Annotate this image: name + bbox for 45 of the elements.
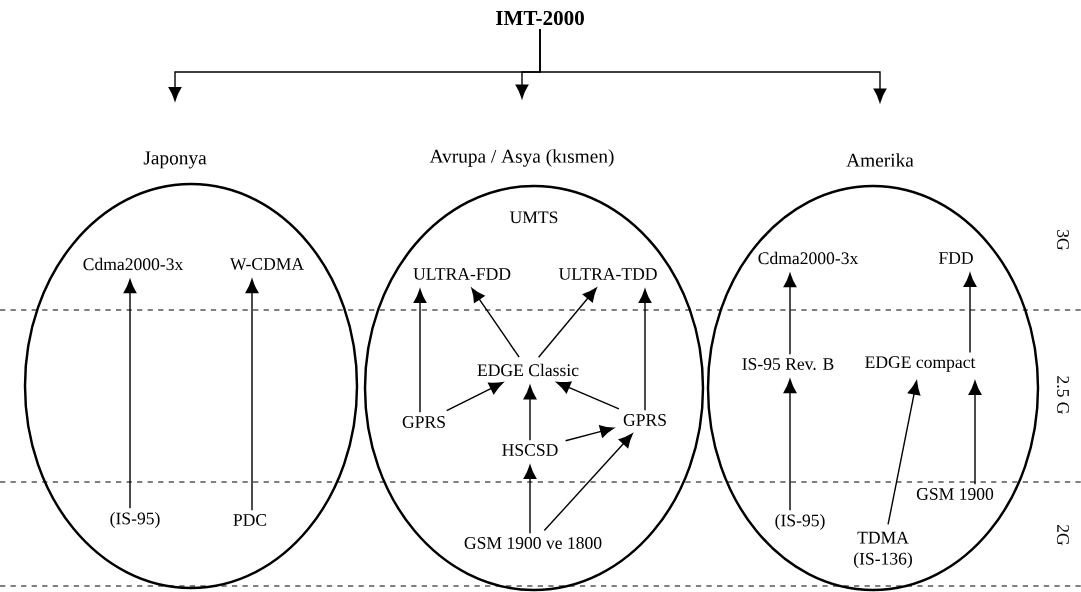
generation-label: 3G [1057, 230, 1069, 251]
arrow [539, 28, 887, 103]
technology-label: FDD [938, 252, 973, 264]
generation-label: 2G [1057, 525, 1069, 546]
arrow [446, 382, 504, 412]
generation-label: 2.5 G [1057, 376, 1069, 414]
technology-label: Cdma2000-3x [758, 251, 859, 265]
arrow [556, 381, 620, 410]
technology-label: (IS-95) [775, 514, 825, 530]
technology-label: ULTRA-FDD [413, 268, 511, 280]
region-heading: Avrupa / Asya (kısmen) [429, 149, 614, 167]
arrow [963, 272, 977, 354]
arrow [537, 287, 597, 358]
technology-label: GSM 1900 [916, 488, 994, 500]
technology-label: EDGE compact [865, 356, 976, 372]
arrow [543, 433, 633, 532]
technology-label: GPRS [402, 416, 445, 428]
arrow [783, 273, 797, 355]
arrow [413, 289, 427, 413]
arrow [968, 380, 982, 485]
region-ellipse [23, 182, 359, 590]
arrow [564, 425, 615, 442]
region-heading: Amerika [846, 153, 914, 167]
title: IMT-2000 [496, 10, 584, 26]
technology-label: (IS-95) [110, 512, 160, 528]
arrow [523, 385, 537, 441]
technology-label: ULTRA-TDD [558, 268, 657, 280]
technology-label: IS-95 Rev. B [742, 358, 834, 370]
arrow [471, 287, 520, 358]
technology-label: TDMA (IS-136) [854, 531, 912, 569]
technology-label: W-CDMA [229, 258, 304, 270]
technology-label: EDGE Classic [477, 363, 579, 377]
technology-label: PDC [233, 514, 267, 526]
technology-label: GSM 1900 ve 1800 [464, 537, 602, 549]
arrow [887, 380, 921, 526]
technology-label: HSCSD [502, 444, 558, 456]
arrow [123, 279, 137, 509]
arrow [523, 465, 537, 534]
arrow [245, 279, 259, 511]
region-heading: Japonya [143, 151, 207, 169]
technology-label: GPRS [623, 414, 666, 426]
technology-label: Cdma2000-3x [83, 257, 184, 271]
arrow [638, 289, 652, 411]
arrow [783, 379, 797, 511]
region-ellipse [706, 184, 1040, 592]
